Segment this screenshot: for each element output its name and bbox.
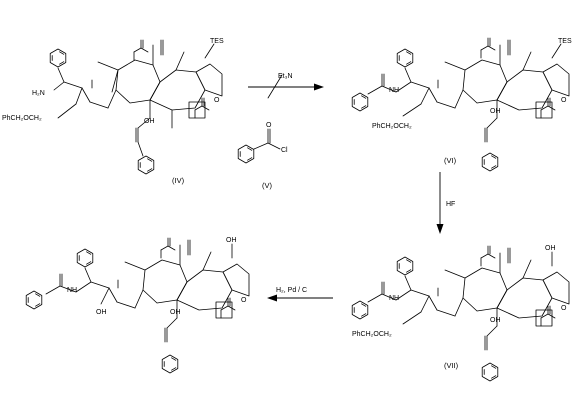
side-chain-oh-final: OH [96, 309, 107, 316]
reaction-arrow-step1: Et₃N [248, 73, 324, 99]
compound-final: NH OH OH O OH [25, 237, 250, 374]
compound-label-iv: (IV) [172, 176, 185, 185]
ether-label-vii: PhCH₂OCH₂ [352, 331, 392, 338]
compound-vii: NH OH O OH PhCH₂OCH₂ (VII) [351, 245, 570, 382]
hydroxyl-label-final: OH [170, 309, 181, 316]
oxetane-o-final: O [241, 297, 247, 304]
reaction-arrow-step3: H₂, Pd / C [267, 287, 333, 302]
compound-label-vi: (VI) [444, 156, 457, 165]
amine-label: H₂N [32, 90, 45, 97]
oxetane-o-vi: O [561, 97, 567, 104]
chloride-label: Cl [281, 147, 288, 154]
oxetane-o-iv: O [214, 97, 220, 104]
reagent-hf: HF [446, 201, 455, 208]
ether-label-vi: PhCH₂OCH₂ [372, 123, 412, 130]
c7-hydroxyl-vii: OH [545, 245, 556, 252]
amide-nh-vii: NH [389, 295, 399, 302]
reaction-arrow-step2: HF [436, 172, 455, 234]
compound-label-vii: (VII) [444, 361, 459, 370]
ether-label-iv: PhCH₂OCH₂ [2, 115, 42, 122]
c7-hydroxyl-final: OH [226, 237, 237, 244]
compound-iv: H₂N OH O TES PhCH₂OCH₂ (IV) [2, 38, 224, 185]
tes-label-vi: TES [558, 38, 572, 45]
compound-vi: NH OH O TES PhCH₂OCH₂ (VI) [351, 37, 572, 172]
tes-label-iv: TES [210, 38, 224, 45]
reagent-hydrogenation: H₂, Pd / C [276, 287, 307, 294]
compound-label-v: (V) [262, 181, 273, 190]
amide-nh-final: NH [67, 287, 77, 294]
hydroxyl-label-iv: OH [144, 118, 155, 125]
oxetane-o-vii: O [561, 305, 567, 312]
carbonyl-o-v: O [266, 122, 272, 129]
hydroxyl-label-vi: OH [490, 108, 501, 115]
reagent-et3n: Et₃N [278, 73, 293, 80]
amide-nh-vi: NH [389, 87, 399, 94]
hydroxyl-label-vii: OH [490, 317, 501, 324]
compound-v: O Cl (V) [237, 122, 288, 190]
